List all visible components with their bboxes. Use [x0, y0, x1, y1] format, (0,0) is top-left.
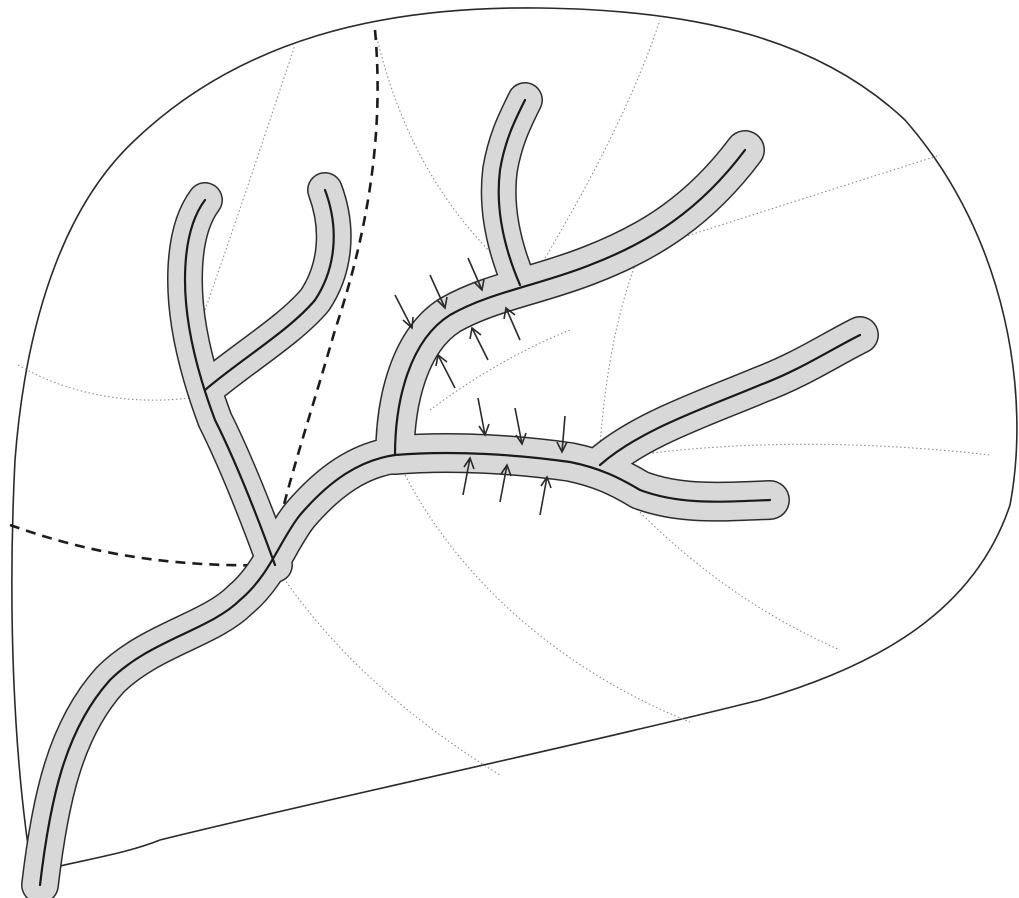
- liver-diagram: [0, 0, 1019, 898]
